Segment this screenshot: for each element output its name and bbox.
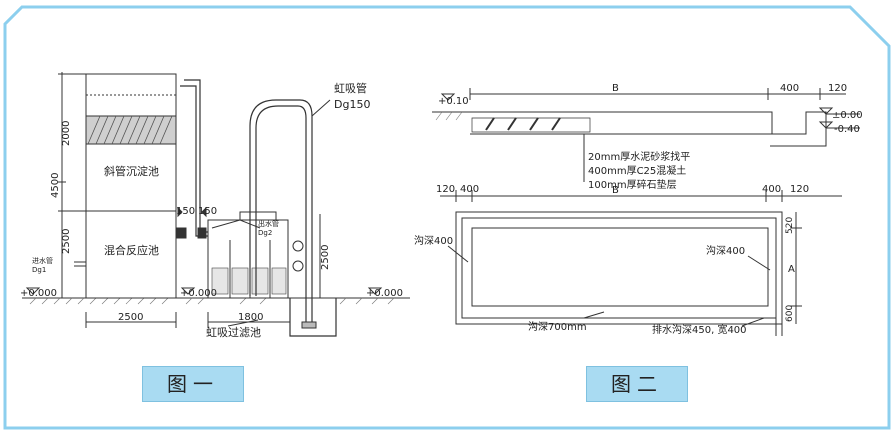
ditch-left-label: 沟深400 xyxy=(414,234,453,247)
figure-2-caption: 图二 xyxy=(586,366,688,402)
drain-ditch-label: 排水沟深450, 宽400 xyxy=(652,323,747,336)
plan-dim-120-left: 120 xyxy=(436,184,455,195)
outlet-pipe-size: Dg2 xyxy=(258,229,272,237)
ditch-bottom-label: 沟深700mm xyxy=(528,320,587,333)
plan-dim-520: 520 xyxy=(785,217,795,234)
dim-2500-bottom: 2500 xyxy=(118,312,143,323)
ditch-right-label: 沟深400 xyxy=(706,244,745,257)
siphon-pipe-label: 虹吸管 xyxy=(334,81,367,95)
dim-2000: 2000 xyxy=(61,121,72,146)
inlet-pipe-size: Dg1 xyxy=(32,266,46,274)
layer-2: 400mm厚C25混凝土 xyxy=(588,164,686,177)
plan-dim-600: 600 xyxy=(785,305,795,322)
filter-tank-label: 虹吸过滤池 xyxy=(206,326,261,339)
section-level-neg: -0.40 xyxy=(834,124,860,135)
section-level-zero: ±0.00 xyxy=(832,110,863,121)
inlet-pipe-label: 进水管 xyxy=(32,256,53,265)
plan-dim-a: A xyxy=(788,264,795,275)
main-tank xyxy=(85,73,177,299)
dim-2500-left: 2500 xyxy=(61,229,72,254)
level-mid: +0.000 xyxy=(180,288,217,299)
sedimentation-tank-label: 斜管沉淀池 xyxy=(104,164,159,178)
siphon-pipe-size: Dg150 xyxy=(334,98,370,111)
section-dim-b: B xyxy=(612,83,619,94)
dim-2500-right: 2500 xyxy=(320,245,331,270)
section-dim-120: 120 xyxy=(828,83,847,94)
outer-frame xyxy=(3,5,891,430)
figure-2-plan xyxy=(440,190,842,336)
figure-2-section xyxy=(432,88,860,182)
dim-4500: 4500 xyxy=(50,173,61,198)
plan-dim-b: B xyxy=(612,185,619,196)
level-right: +0.000 xyxy=(366,288,403,299)
outlet-pipe-label: 出水管 xyxy=(258,219,279,228)
figure-2-plan-labels: 120 400 B 400 120 沟深400 沟深400 沟深700mm 排水… xyxy=(414,184,809,336)
layer-3: 100mm厚碎石垫层 xyxy=(588,178,677,191)
plan-dim-120-right: 120 xyxy=(790,184,809,195)
level-left: +0.000 xyxy=(20,288,57,299)
layer-1: 20mm厚水泥砂浆找平 xyxy=(588,150,690,163)
dim-150-b: 150 xyxy=(198,206,217,217)
plan-dim-400-right: 400 xyxy=(762,184,781,195)
figure-2-section-labels: +0.10 B 400 120 ±0.00 -0.40 20mm厚水泥砂浆找平 … xyxy=(438,83,863,191)
plan-dim-400-left: 400 xyxy=(460,184,479,195)
section-level-top: +0.10 xyxy=(438,96,469,107)
section-dim-400: 400 xyxy=(780,83,799,94)
figure-1-caption: 图一 xyxy=(142,366,244,402)
figure-1 xyxy=(22,72,410,337)
reaction-tank-label: 混合反应池 xyxy=(104,243,159,257)
dim-1800: 1800 xyxy=(238,312,263,323)
dim-150-a: 150 xyxy=(176,206,195,217)
figure-1-labels: 虹吸管 Dg150 斜管沉淀池 混合反应池 出水管 Dg2 进水管 Dg1 20… xyxy=(20,81,403,339)
